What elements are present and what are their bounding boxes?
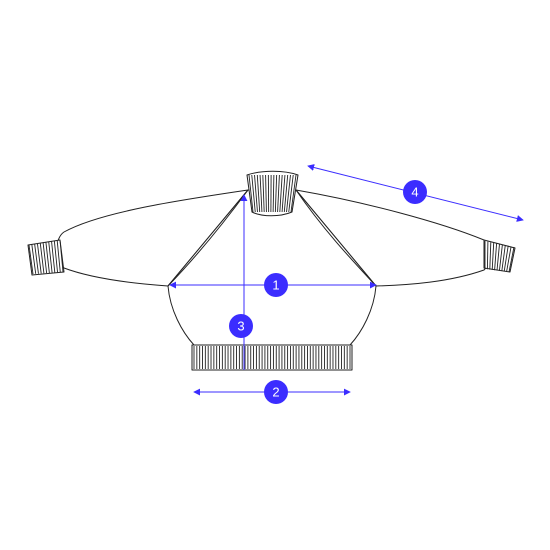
rib-line — [28, 244, 34, 275]
rib-line — [494, 243, 498, 271]
rib-line — [288, 174, 294, 213]
rib-line — [506, 246, 512, 272]
rib-line — [31, 244, 37, 274]
rib-line — [286, 174, 291, 213]
rib-line — [56, 240, 61, 273]
badge-4-label: 4 — [411, 185, 418, 200]
rib-line — [59, 239, 64, 273]
rib-line — [277, 174, 280, 213]
collar-ribbing — [248, 174, 297, 213]
rib-line — [45, 242, 50, 273]
rib-line — [501, 245, 506, 272]
rib-line — [248, 174, 254, 213]
rib-line — [53, 240, 58, 273]
rib-line — [34, 244, 39, 274]
badge-3-circle — [229, 314, 253, 338]
rib-line — [259, 174, 263, 213]
rib-line — [51, 241, 56, 273]
badge-4-circle — [403, 180, 427, 204]
rib-line — [37, 243, 42, 274]
rib-line — [503, 245, 509, 272]
badge-2-circle — [264, 380, 288, 404]
rib-line — [491, 242, 495, 270]
badge-3-label: 3 — [237, 319, 244, 334]
left-cuff-ribbing — [28, 239, 64, 275]
rib-line — [48, 241, 53, 273]
rib-line — [498, 244, 503, 271]
right-cuff — [483, 239, 516, 273]
rib-line — [290, 174, 297, 213]
rib-line — [496, 243, 500, 271]
rib-line — [272, 174, 275, 213]
rib-line — [251, 174, 256, 213]
rib-line — [508, 246, 515, 273]
rib-line — [281, 174, 286, 213]
rib-line — [39, 243, 45, 274]
hem-band — [191, 344, 353, 371]
measurement-badge-1: 1 — [264, 273, 288, 297]
measurement-badge-4: 4 — [403, 180, 427, 204]
rib-line — [283, 174, 289, 213]
right-raglan-seam — [295, 189, 377, 287]
badge-1-circle — [264, 273, 288, 297]
right-cuff-ribbing — [484, 241, 515, 273]
badge-2-label: 2 — [272, 385, 279, 400]
badge-1-label: 1 — [272, 278, 279, 293]
rib-line — [265, 174, 267, 213]
rib-line — [42, 242, 48, 274]
rib-line — [254, 174, 258, 213]
rib-line — [256, 174, 261, 213]
rib-line — [486, 241, 489, 270]
rib-line — [489, 242, 492, 270]
rib-line — [274, 174, 278, 213]
measurement-badge-3: 3 — [229, 314, 253, 338]
rib-line — [262, 174, 265, 213]
measurement-badge-2: 2 — [264, 380, 288, 404]
left-raglan-seam — [167, 189, 249, 287]
hem-ribbing — [193, 346, 351, 369]
rib-line — [279, 174, 283, 213]
